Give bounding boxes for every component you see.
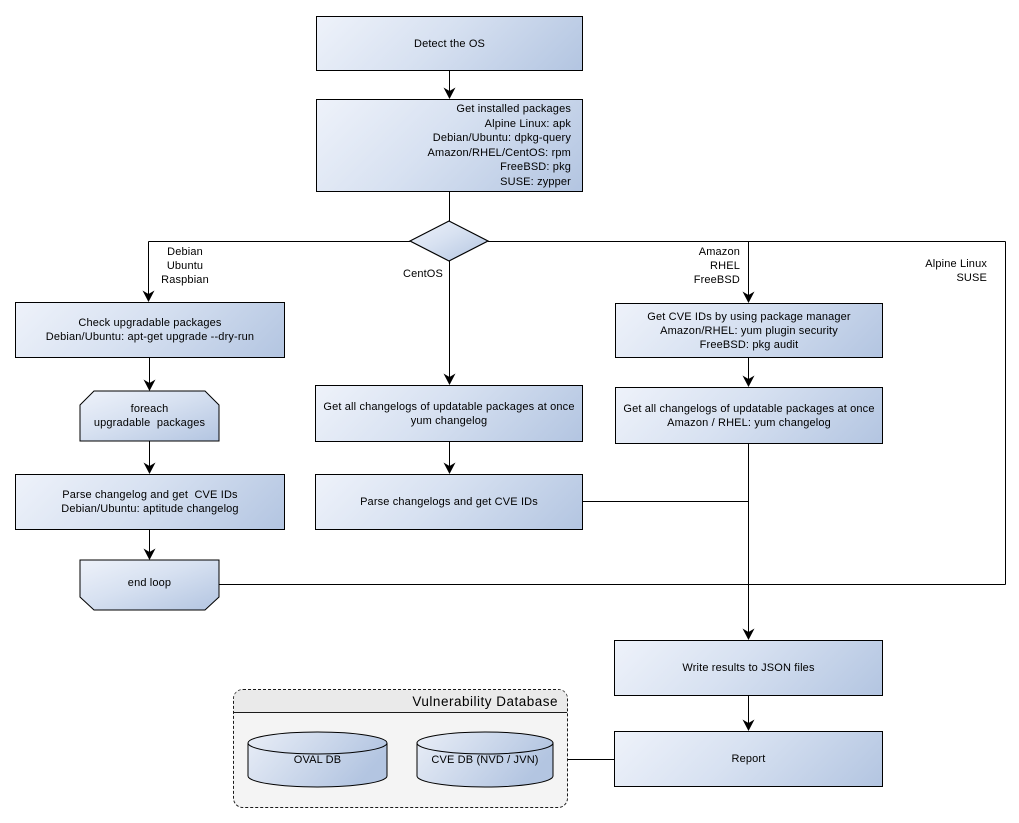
- node-parse-changelog-debian-label: Parse changelog and get CVE IDs Debian/U…: [61, 489, 239, 515]
- branch-label-centos: CentOS: [402, 268, 443, 280]
- node-get-cve-ids-package-manager: Get CVE IDs by using package manager Ama…: [615, 303, 883, 358]
- oval-db-label: OVAL DB: [293, 754, 342, 766]
- cve-db-cylinder: [416, 731, 554, 788]
- node-get-installed-packages: Get installed packages Alpine Linux: apk…: [316, 99, 583, 192]
- end-loop-label: end loop: [127, 576, 172, 589]
- node-detect-os: Detect the OS: [316, 16, 583, 71]
- node-check-upgradable-packages: Check upgradable packages Debian/Ubuntu:…: [15, 302, 285, 358]
- arrowheads: [142, 87, 755, 731]
- node-parse-changelogs-centos-label: Parse changelogs and get CVE IDs: [360, 496, 538, 508]
- connector-lines: [148, 71, 1006, 760]
- node-write-results-json-label: Write results to JSON files: [682, 662, 815, 674]
- end-loop-shape: [79, 559, 220, 611]
- vulnerability-database-header: Vulnerability Database: [234, 690, 567, 713]
- oval-db-cylinder: [247, 731, 388, 788]
- node-detect-os-label: Detect the OS: [413, 37, 486, 50]
- node-report: Report: [614, 731, 883, 787]
- node-parse-changelog-debian: Parse changelog and get CVE IDs Debian/U…: [15, 474, 285, 530]
- node-get-changelogs-amazon-rhel: Get all changelogs of updatable packages…: [615, 387, 883, 444]
- node-write-results-json: Write results to JSON files: [614, 640, 883, 696]
- foreach-loop-label: foreach upgradable packages: [93, 403, 206, 429]
- branch-label-debian: Debian Ubuntu Raspbian: [161, 246, 209, 286]
- node-parse-changelogs-centos: Parse changelogs and get CVE IDs: [315, 474, 583, 530]
- node-check-upgradable-packages-label: Check upgradable packages Debian/Ubuntu:…: [45, 317, 255, 343]
- node-get-changelogs-centos: Get all changelogs of updatable packages…: [315, 385, 583, 442]
- foreach-loop-shape: [79, 390, 220, 442]
- node-get-installed-packages-label: Get installed packages Alpine Linux: apk…: [427, 103, 571, 188]
- decision-diamond: [408, 220, 490, 262]
- node-get-changelogs-centos-label: Get all changelogs of updatable packages…: [323, 400, 575, 427]
- cve-db-label: CVE DB (NVD / JVN): [431, 754, 539, 766]
- branch-label-alpine: Alpine Linux SUSE: [925, 258, 987, 284]
- node-get-changelogs-amazon-rhel-label: Get all changelogs of updatable packages…: [623, 402, 875, 429]
- node-get-cve-ids-package-manager-label: Get CVE IDs by using package manager Ama…: [647, 310, 851, 351]
- node-report-label: Report: [731, 753, 766, 765]
- vulnerability-database-title: Vulnerability Database: [412, 693, 558, 709]
- branch-label-amazon: Amazon RHEL FreeBSD: [693, 246, 740, 286]
